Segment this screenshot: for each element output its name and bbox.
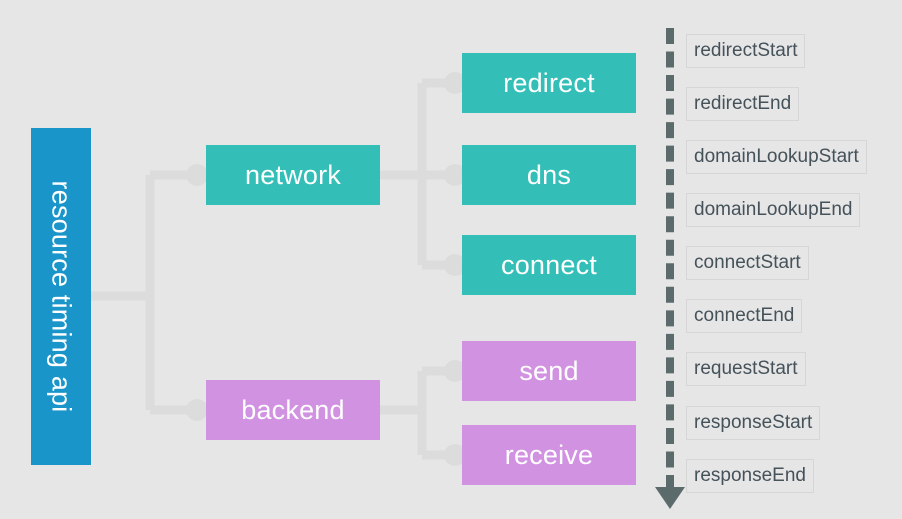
node-connect[interactable]: connect (462, 235, 636, 295)
timing-label-redirect-end[interactable]: redirectEnd (686, 87, 800, 121)
node-dns[interactable]: dns (462, 145, 636, 205)
node-root-resource-timing-api[interactable]: resource timing api (31, 128, 91, 465)
timing-label-connect-end[interactable]: connectEnd (686, 299, 803, 333)
timeline-dashed-axis (666, 28, 674, 491)
node-redirect-label: redirect (503, 67, 595, 98)
timing-label-redirect-start[interactable]: redirectStart (686, 34, 806, 68)
timing-label-response-start[interactable]: responseStart (686, 406, 821, 440)
node-receive-label: receive (504, 439, 594, 470)
timing-label-connect-start[interactable]: connectStart (686, 246, 809, 280)
node-network-label: network (245, 159, 341, 190)
node-root-label: resource timing api (46, 180, 77, 413)
node-send-label: send (519, 355, 579, 386)
timing-label-response-end[interactable]: responseEnd (686, 459, 814, 493)
node-network[interactable]: network (206, 145, 380, 205)
node-dns-label: dns (526, 159, 572, 190)
node-send[interactable]: send (462, 341, 636, 401)
timing-label-domain-lookup-end[interactable]: domainLookupEnd (686, 193, 861, 227)
node-connect-label: connect (501, 249, 597, 280)
node-receive[interactable]: receive (462, 425, 636, 485)
node-backend[interactable]: backend (206, 380, 380, 440)
node-redirect[interactable]: redirect (462, 53, 636, 113)
timing-label-request-start[interactable]: requestStart (686, 352, 806, 386)
node-backend-label: backend (241, 394, 345, 425)
timeline-arrow-icon (655, 487, 685, 509)
timing-label-domain-lookup-start[interactable]: domainLookupStart (686, 140, 867, 174)
